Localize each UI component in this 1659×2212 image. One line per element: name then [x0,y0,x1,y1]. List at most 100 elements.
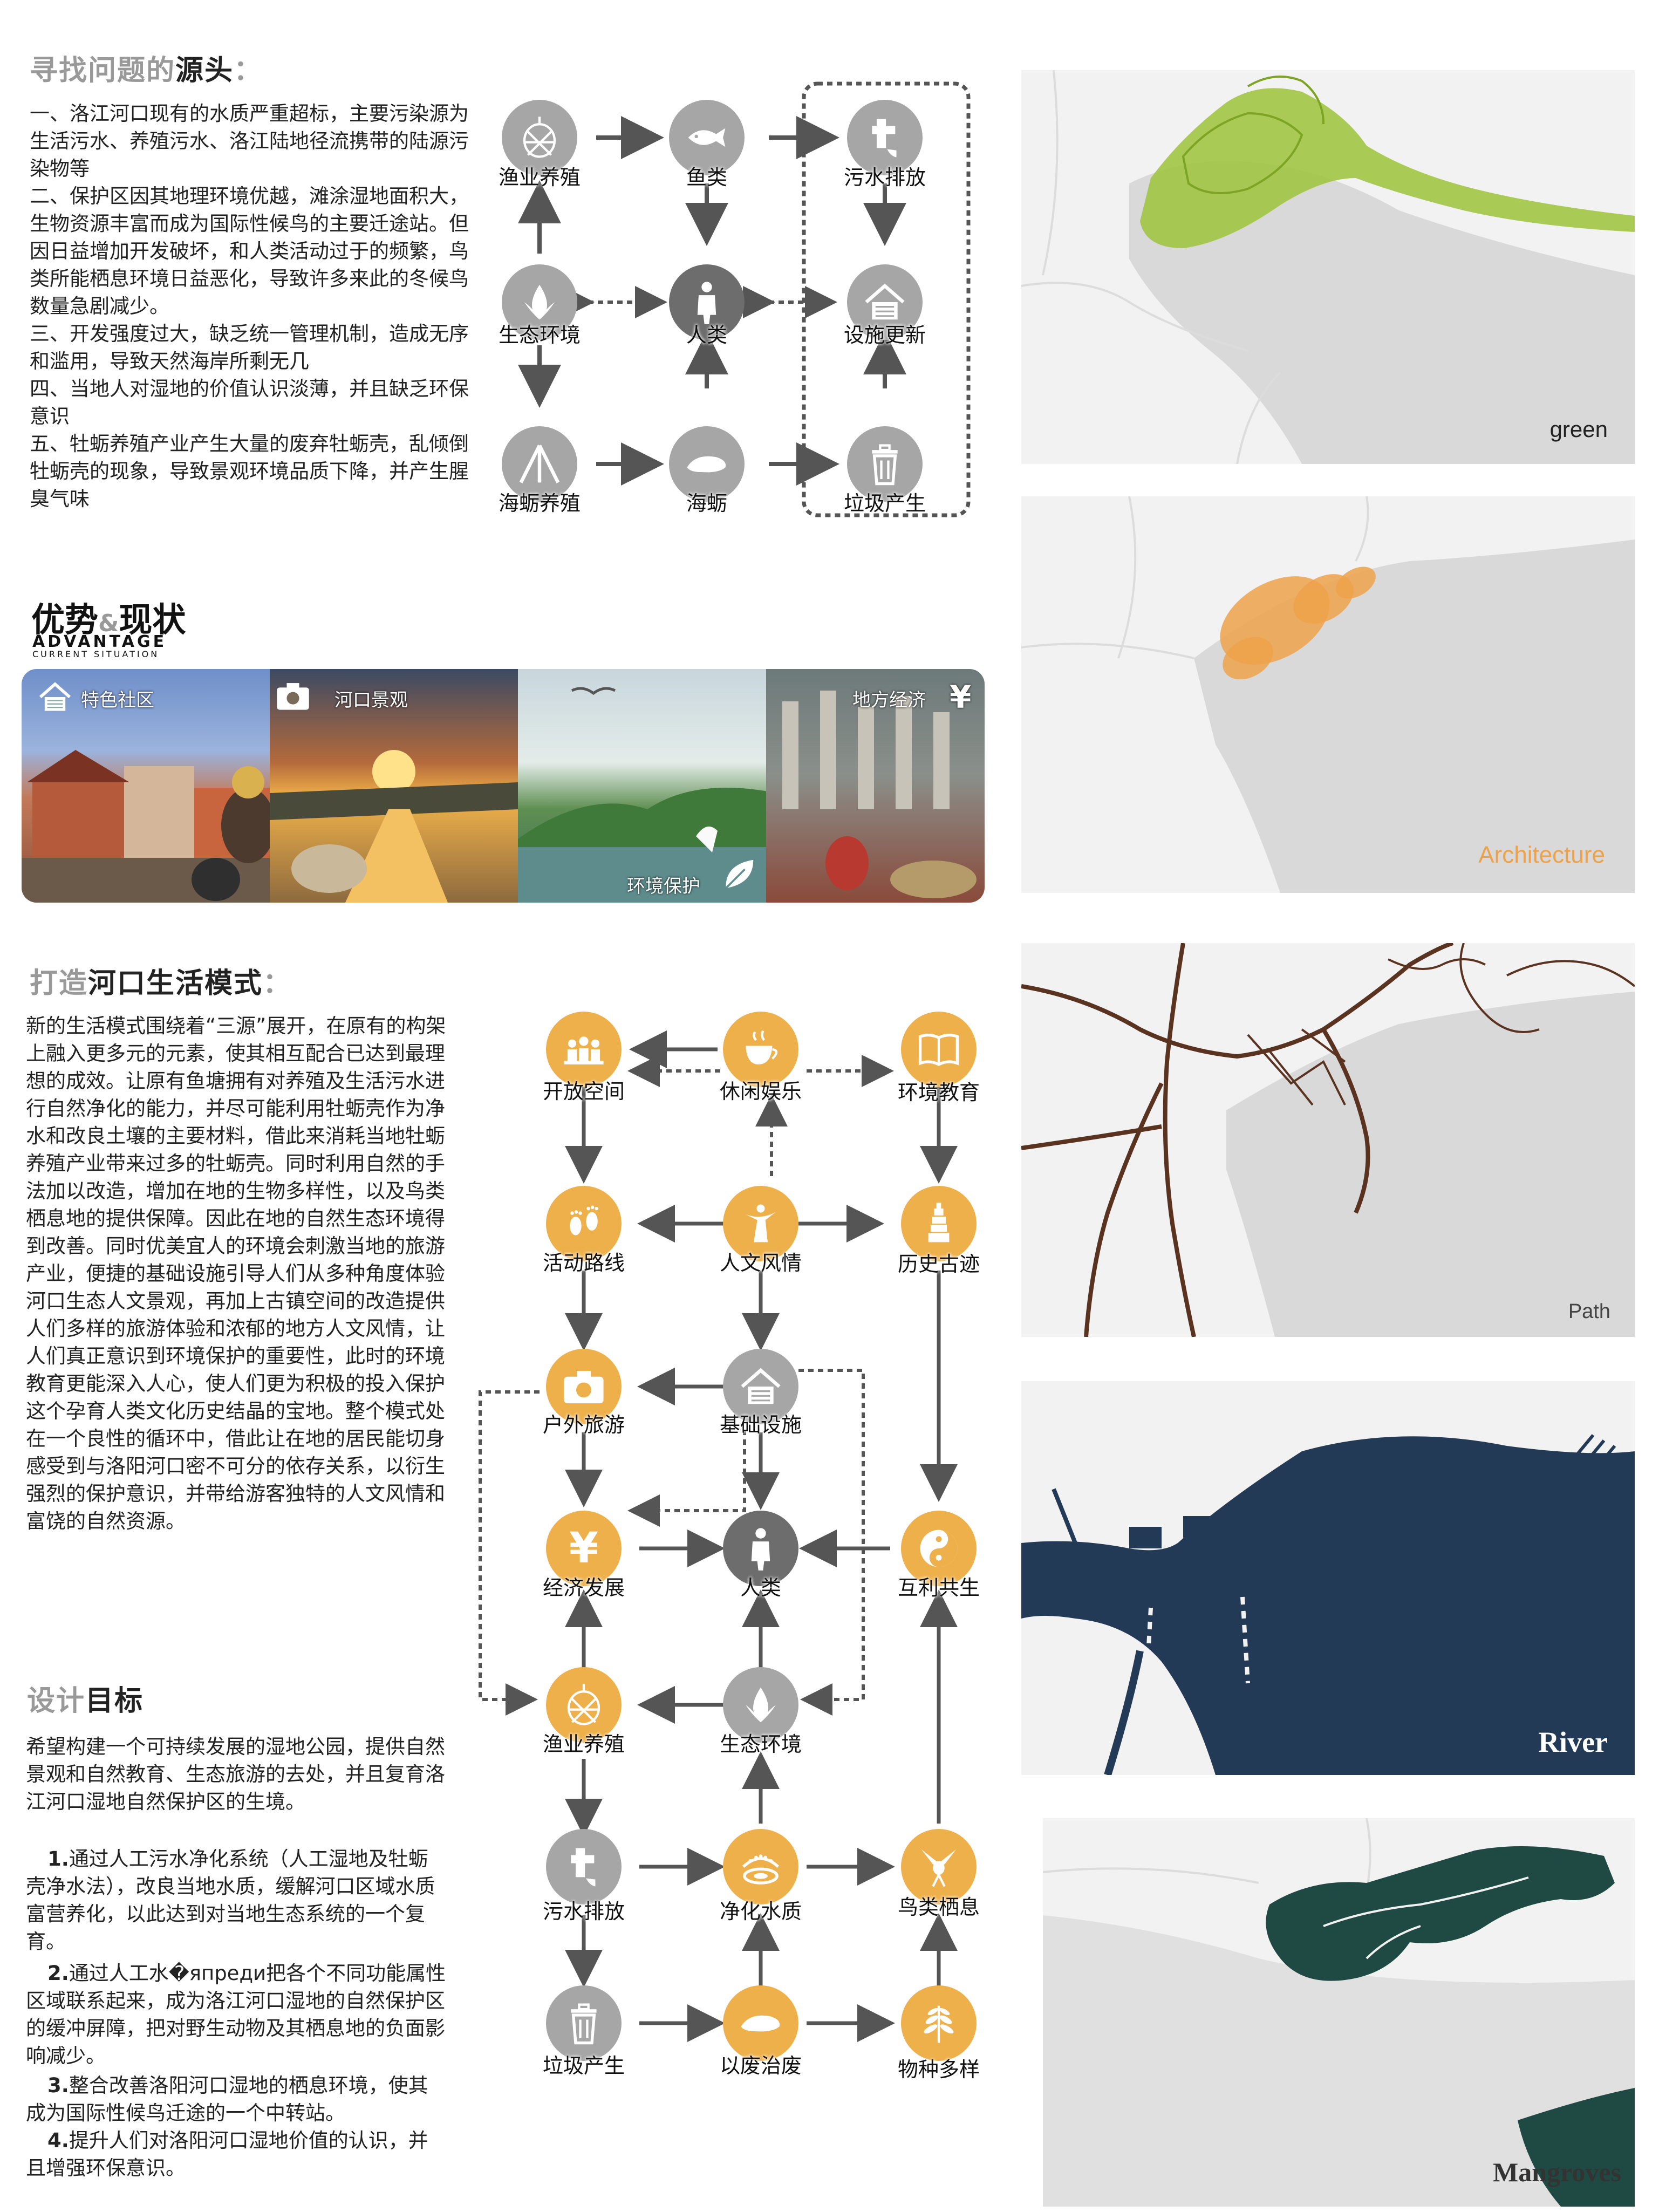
yinyang-icon [920,1530,958,1567]
house-icon [39,682,71,711]
outdoor-label: 户外旅游 [542,1413,625,1437]
economy-label: 经济发展 [542,1576,625,1600]
fishery2-label: 渔业养殖 [542,1732,625,1756]
env-edu-label: 环境教育 [897,1081,980,1104]
species-node [901,1985,977,2061]
pagoda-icon [928,1203,950,1242]
map-architecture: Architecture [1021,496,1635,893]
goal-4: 4.提升人们对洛阳河口湿地价值的认识，并且增强环保意识。 [26,2129,428,2180]
estuary-photo [270,669,518,903]
trash-icon [872,444,898,486]
bird-label: 鸟类栖息 [897,1895,980,1919]
human2-node [723,1511,798,1586]
map-mangroves-label: Mangroves [1493,2157,1621,2187]
tent-icon [519,445,560,483]
heritage-label: 历史古迹 [897,1252,980,1276]
sewage-node [847,100,923,175]
fishery-node [502,100,577,175]
sewage2-node [546,1829,622,1904]
purify-label: 净化水质 [719,1900,802,1923]
facility-label: 设施更新 [843,323,926,347]
oyster-farm-label: 海蛎养殖 [498,491,581,515]
book-icon [918,1033,959,1066]
footprint-icon [570,1205,598,1235]
crane-icon [921,1849,957,1887]
economy-photo [766,669,985,903]
route-label: 活动路线 [542,1251,625,1275]
map-mangroves: Mangroves [1043,1818,1635,2207]
route-node [546,1186,622,1261]
leisure-label: 休闲娱乐 [719,1080,802,1103]
trash-icon [571,2003,597,2045]
human-label: 人类 [686,323,728,347]
pipe-icon [571,1848,596,1887]
net-icon [567,1684,600,1725]
person-icon [697,282,716,324]
map-green: green [1021,70,1635,464]
oyster-node [669,426,745,502]
fish-node [669,100,745,175]
goal-intro: 希望构建一个可持续发展的湿地公园，提供自然景观和自然教育、生态旅游的去处，并且复… [26,1735,445,1813]
leaf-icon [725,859,754,889]
advantage-en-title: ADVANTAGE [32,632,167,651]
yen-icon: ¥ [950,679,972,715]
advantage-en-subtitle: CURRENT SITUATION [32,649,160,659]
map-green-label: green [1549,417,1608,442]
leisure-node [723,1012,798,1087]
dancer-icon [746,1204,776,1242]
water-purify-icon [742,1854,780,1885]
culture-node [723,1186,798,1261]
heritage-node [901,1186,977,1261]
garbage-node [847,426,923,502]
goal-2: 2.通过人工水�япреди把各个不同功能属性区域联系起来，成为洛江河口湿地的自… [26,1962,446,2067]
camera-icon [277,683,309,710]
net-icon [523,117,556,158]
facility-node [847,264,923,340]
human2-label: 人类 [740,1576,782,1600]
map-architecture-label: Architecture [1478,842,1605,868]
section1-paragraph: 一、洛江河口现有的水质严重超标，主要污染源为生活污水、养殖污水、洛江陆地径流携带… [30,102,469,510]
map-path-label: Path [1568,1300,1610,1323]
goal-3: 3.整合改善洛阳河口湿地的栖息环境，使其成为国际性候鸟迁途的一个中转站。 [26,2074,428,2125]
open-space-label: 开放空间 [542,1080,625,1103]
section3-paragraph: 新的生活模式围绕着“三源”展开，在原有的构架上融入更多元的元素，使其相互配合已达… [26,1014,446,1533]
env-edu-node [901,1012,977,1087]
leaf-icon [746,1687,776,1723]
mutual-node [901,1511,977,1586]
problem-flow-arrows [518,81,971,517]
fish-label: 鱼类 [686,166,728,189]
oyster-farm-node [502,426,577,502]
oyster-label: 海蛎 [686,491,728,515]
camera-badge [275,680,311,714]
garbage2-node [546,1985,622,2061]
ecology2-label: 生态环境 [719,1732,802,1756]
ecology2-node [723,1667,798,1743]
section1-title: 寻找问题的源头： [30,54,263,87]
culture-label: 人文风情 [719,1251,802,1275]
leaf-icon [524,284,555,320]
house-icon [741,1368,781,1404]
pipe-icon [872,119,897,158]
goal-title: 设计目标 [27,1685,144,1717]
ecology-node [502,264,577,340]
purify-node [723,1829,798,1904]
community-badge [38,680,72,716]
env-protect-label: 环境保护 [627,876,700,897]
fern-icon [924,2005,954,2043]
advantage-photo-strip: 特色社区 河口景观 环境保护 地方经济 ¥ [22,669,985,903]
open-space-node [546,1012,622,1087]
garbage-label: 垃圾产生 [843,491,926,515]
leaf-badge [720,855,758,895]
economy-label: 地方经济 [852,689,926,711]
mangrove-photo [518,669,766,903]
person-icon [751,1528,770,1571]
oyster-icon [741,2015,780,2032]
infra-label: 基础设施 [719,1413,802,1437]
bird-node [901,1829,977,1904]
ecology-label: 生态环境 [498,323,581,347]
section3-title: 打造河口生活模式： [30,967,292,1000]
infra-node [723,1349,798,1424]
sewage2-label: 污水排放 [542,1900,625,1923]
fish-icon [688,128,726,147]
estuary-label: 河口景观 [334,689,408,711]
